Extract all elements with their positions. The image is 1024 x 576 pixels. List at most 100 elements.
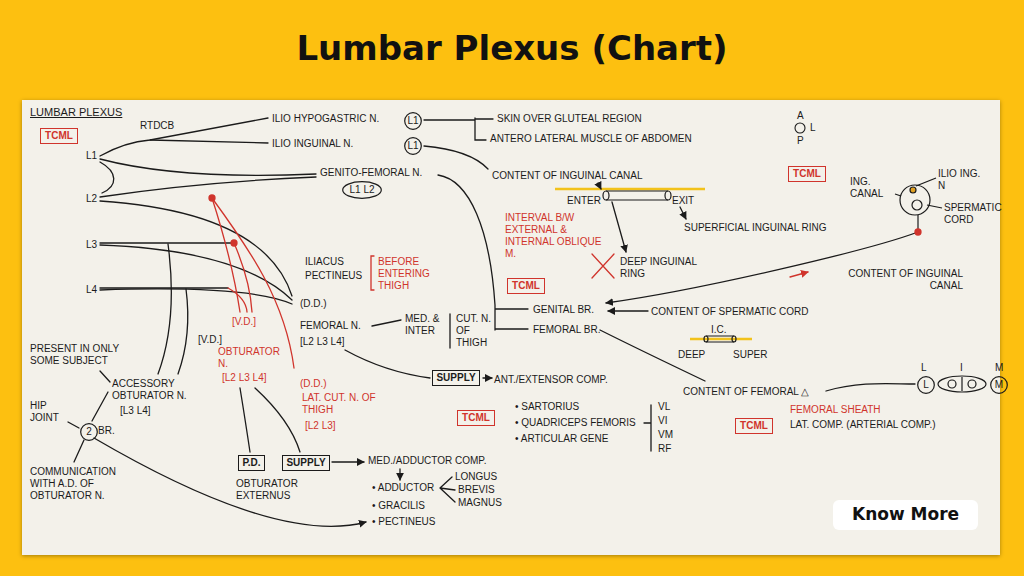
chart-label: LAT. COMP. (ARTERIAL COMP.) [790,419,936,431]
tag-box: TCML [788,166,826,182]
node-outline [343,182,382,199]
chart-label: ANT./EXTENSOR COMP. [494,374,608,386]
chart-label: ILIACUS [305,256,344,268]
nerve-line [100,201,292,296]
chart-label: P [797,135,804,147]
chart-label: L [810,122,816,134]
canal-tube [704,336,708,342]
chart-label: INTERVAL B/W EXTERNAL & INTERNAL OBLIQUE… [505,212,605,260]
chart-label: LAT. CUT. N. OF THIGH [302,392,382,416]
circled-label: M [990,376,1008,394]
chart-label: CONTENT OF SPERMATIC CORD [651,306,808,318]
nerve-line [608,310,648,311]
cross-section-sketch [948,380,956,388]
circled-label: 2 [80,423,98,441]
orientation-symbol [795,123,805,133]
node-outline [918,377,935,394]
canal-tube [603,191,736,342]
nerve-line [100,242,234,243]
chart-title: Lumbar Plexus (Chart) [0,28,1024,68]
chart-label: ILIO ING. N [938,168,988,192]
chart-label: • ADDUCTOR [372,482,434,494]
chart-label: [L2 L3] [305,420,336,432]
red-nerve-line [231,240,237,246]
nerve-line [100,118,268,156]
chart-label: VM [658,429,673,441]
nerve-line [826,384,915,391]
label-box: SUPPLY [282,455,330,471]
chart-label: • QUADRICEPS FEMORIS [515,417,636,429]
chart-label: RTDCB [140,120,174,132]
nerve-line [100,245,292,300]
chart-label: PRESENT IN ONLY SOME SUBJECT [30,343,130,367]
chart-label: I [960,362,963,374]
canal-tube [603,191,609,200]
chart-label: OBTURATOR EXTERNUS [236,478,306,502]
chart-label: L1 [86,150,97,162]
cross-section-sketch [900,185,930,215]
nerve-line [100,289,292,304]
nerve-line [598,183,601,189]
chart-label: ING. CANAL [850,176,894,200]
canal-tube [606,191,668,200]
chart-label: MED./ADDUCTOR COMP. [368,455,487,467]
node-outline [405,113,422,130]
chart-label: • SARTORIUS [515,401,579,413]
nerve-line [680,207,686,219]
nerve-line [100,162,114,193]
chart-label: ANTERO LATERAL MUSCLE OF ABDOMEN [490,133,692,145]
circled-label: L1 [404,112,422,130]
nerve-line [94,438,366,526]
red-nerve-line [915,229,921,235]
nerve-line [255,388,300,452]
chart-label: VL [658,401,670,413]
nerve-line [600,330,705,381]
cross-section-sketch [968,380,976,388]
nerve-line [440,477,455,502]
nerve-line [92,392,108,421]
chart-label: MAGNUS [458,497,502,509]
nerve-line [240,388,250,452]
nerve-line [100,371,110,382]
chart-label: I.C. [711,324,727,336]
chart-label: LUMBAR PLEXUS [30,106,122,118]
chart-label: PECTINEUS [305,270,362,282]
node-text: P.D. [242,457,260,469]
orientation-symbol [795,123,805,133]
chart-label: COMMUNICATION WITH A.D. OF OBTURATOR N. [30,466,125,502]
node-outline [405,138,422,155]
nerve-line [606,232,918,303]
red-nerve-line [209,195,215,201]
circled-label: L1 [404,137,422,155]
chart-label: ACCESSORY OBTURATOR N. [112,378,202,402]
tag-box: TCML [507,278,545,294]
chart-label: M [995,362,1003,374]
highlighter-mark [555,188,705,191]
chart-label: BREVIS [458,484,495,496]
cross-section-sketch [916,178,936,186]
chart-label: DEEP [678,349,705,361]
circled-label: L [917,376,935,394]
chart-label: FEMORAL N. [300,320,361,332]
nerve-line [483,377,492,378]
chart-label: BEFORE ENTERING THIGH [378,256,444,292]
tag-box: TCML [735,418,773,434]
highlighter-mark [690,338,752,341]
nerve-line [449,314,450,348]
chart-label: VI [658,415,667,427]
chart-label: FEMORAL BR. [533,324,600,336]
chart-label: CONTENT OF FEMORAL △ [683,386,809,398]
node-text: L1 [407,140,418,152]
chart-label: GENITAL BR. [533,304,594,316]
canal-tube [706,336,734,342]
chart-label: SUPERFICIAL INGUINAL RING [684,222,827,234]
nerve-line [644,405,651,451]
chart-label: [L3 L4] [120,405,151,417]
cross-section-sketch [927,205,942,208]
root-oval: L1 L2 [342,181,382,199]
tag-box: TCML [457,410,495,426]
chart-label: (D.D.) [300,298,327,310]
nerve-line [150,140,268,143]
node-text: 2 [86,426,92,438]
node-text: TCML [462,412,490,424]
